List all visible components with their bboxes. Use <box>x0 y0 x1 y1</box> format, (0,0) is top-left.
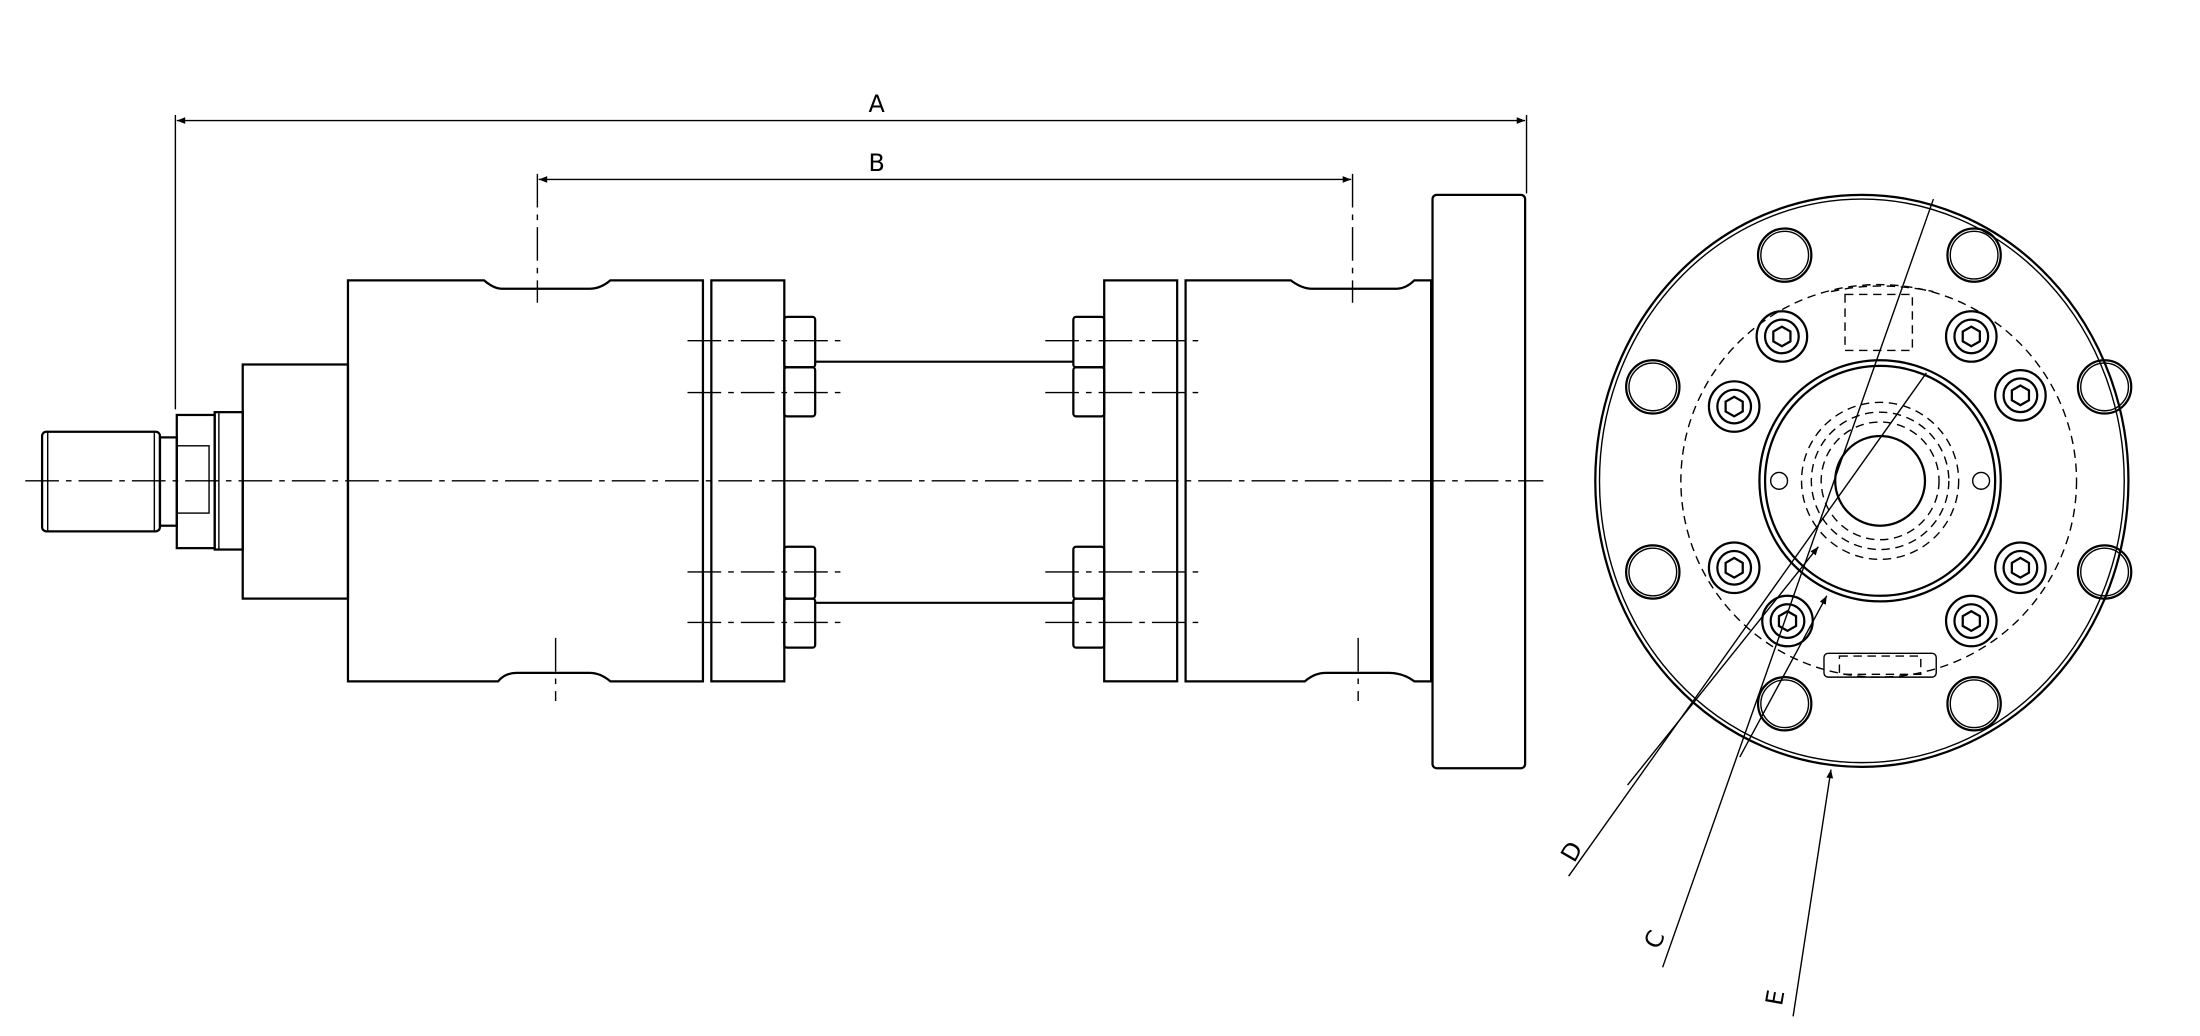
socket-screws <box>1707 310 2047 648</box>
dimension-label-a: A <box>868 90 885 118</box>
dimension-label-c: C <box>1638 926 1670 953</box>
socket-screw-icon <box>1994 541 2047 595</box>
socket-screw-icon <box>1707 380 1761 433</box>
dimension-label-e: E <box>1760 988 1790 1008</box>
socket-screw-icon <box>1755 310 1809 363</box>
dimension-label-d: D <box>1555 837 1588 867</box>
cylinder-end-view: D C E <box>1555 193 2133 1017</box>
dimension-b: B <box>536 149 1354 303</box>
socket-screw-icon <box>1994 368 2047 422</box>
socket-screw-icon <box>1707 541 1761 595</box>
socket-screw-icon <box>1944 310 1998 363</box>
dimension-a: A <box>174 90 1528 410</box>
dimension-label-b: B <box>868 149 884 177</box>
socket-screw-icon <box>1944 594 1998 648</box>
socket-screw-icon <box>1761 594 1814 648</box>
flange-holes <box>1625 227 2133 732</box>
cylinder-side-view <box>25 193 1544 770</box>
